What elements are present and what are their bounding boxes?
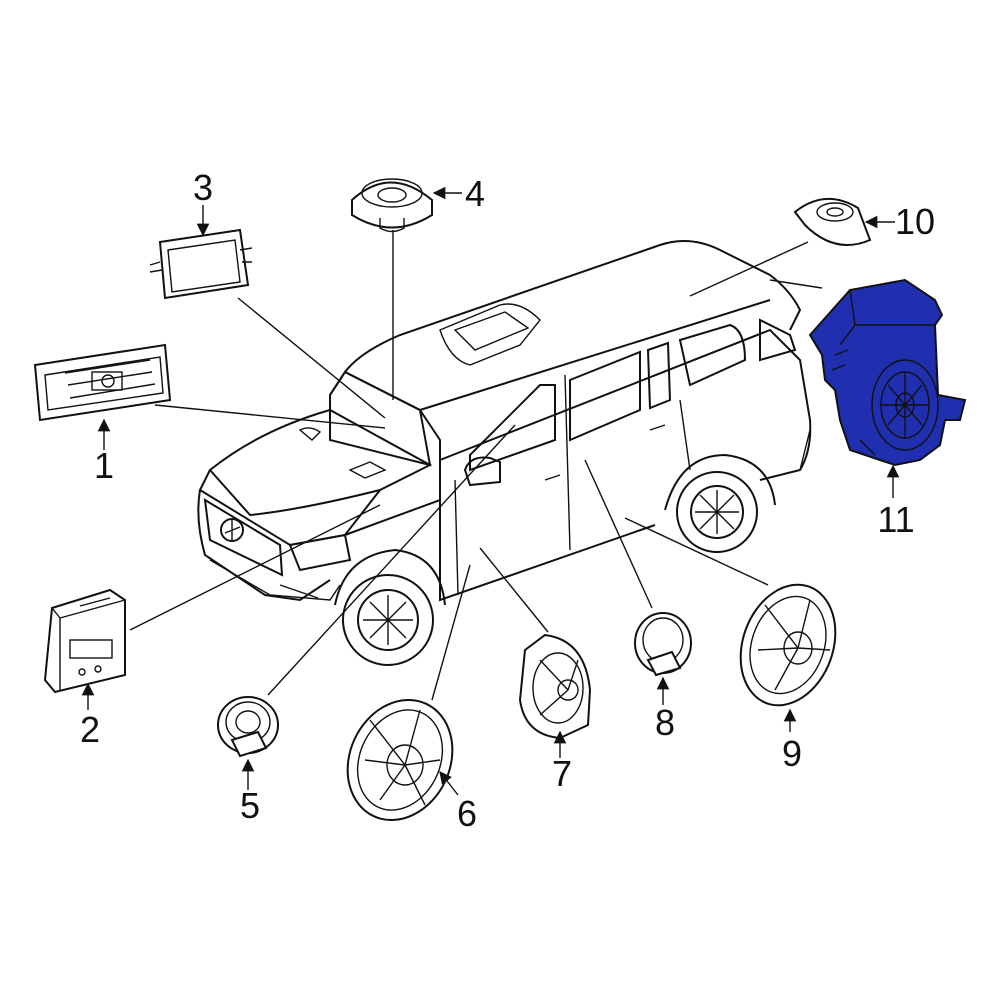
part-11-subwoofer: [808, 278, 967, 467]
leader-lines: [129, 230, 823, 701]
part-1-control-panel: [33, 343, 172, 422]
callout-5: 5: [240, 785, 260, 826]
callout-arrows: [81, 186, 900, 796]
part-6-door-speaker: [346, 698, 454, 822]
part-5-tweeter: [217, 696, 279, 758]
part-8-tweeter: [634, 612, 692, 677]
callout-9: 9: [782, 733, 802, 774]
part-4-dash-speaker: [351, 178, 433, 233]
callout-3: 3: [193, 167, 213, 208]
callout-1: 1: [94, 445, 114, 486]
part-9-door-speaker: [739, 583, 837, 707]
callout-4: 4: [465, 173, 485, 214]
callout-8: 8: [655, 702, 675, 743]
part-2-radio-module: [43, 588, 126, 694]
part-3-display: [149, 228, 253, 300]
callout-7: 7: [552, 753, 572, 794]
callout-6: 6: [457, 793, 477, 834]
callout-2: 2: [80, 709, 100, 750]
callout-10: 10: [895, 201, 935, 242]
part-7-speaker: [518, 633, 592, 740]
vehicle-outline: [197, 240, 812, 666]
callout-11: 11: [877, 499, 914, 540]
part-10-tweeter: [793, 197, 872, 246]
callout-labels: 1 2 3 4 5 6 7 8 9 10 11: [80, 167, 935, 834]
